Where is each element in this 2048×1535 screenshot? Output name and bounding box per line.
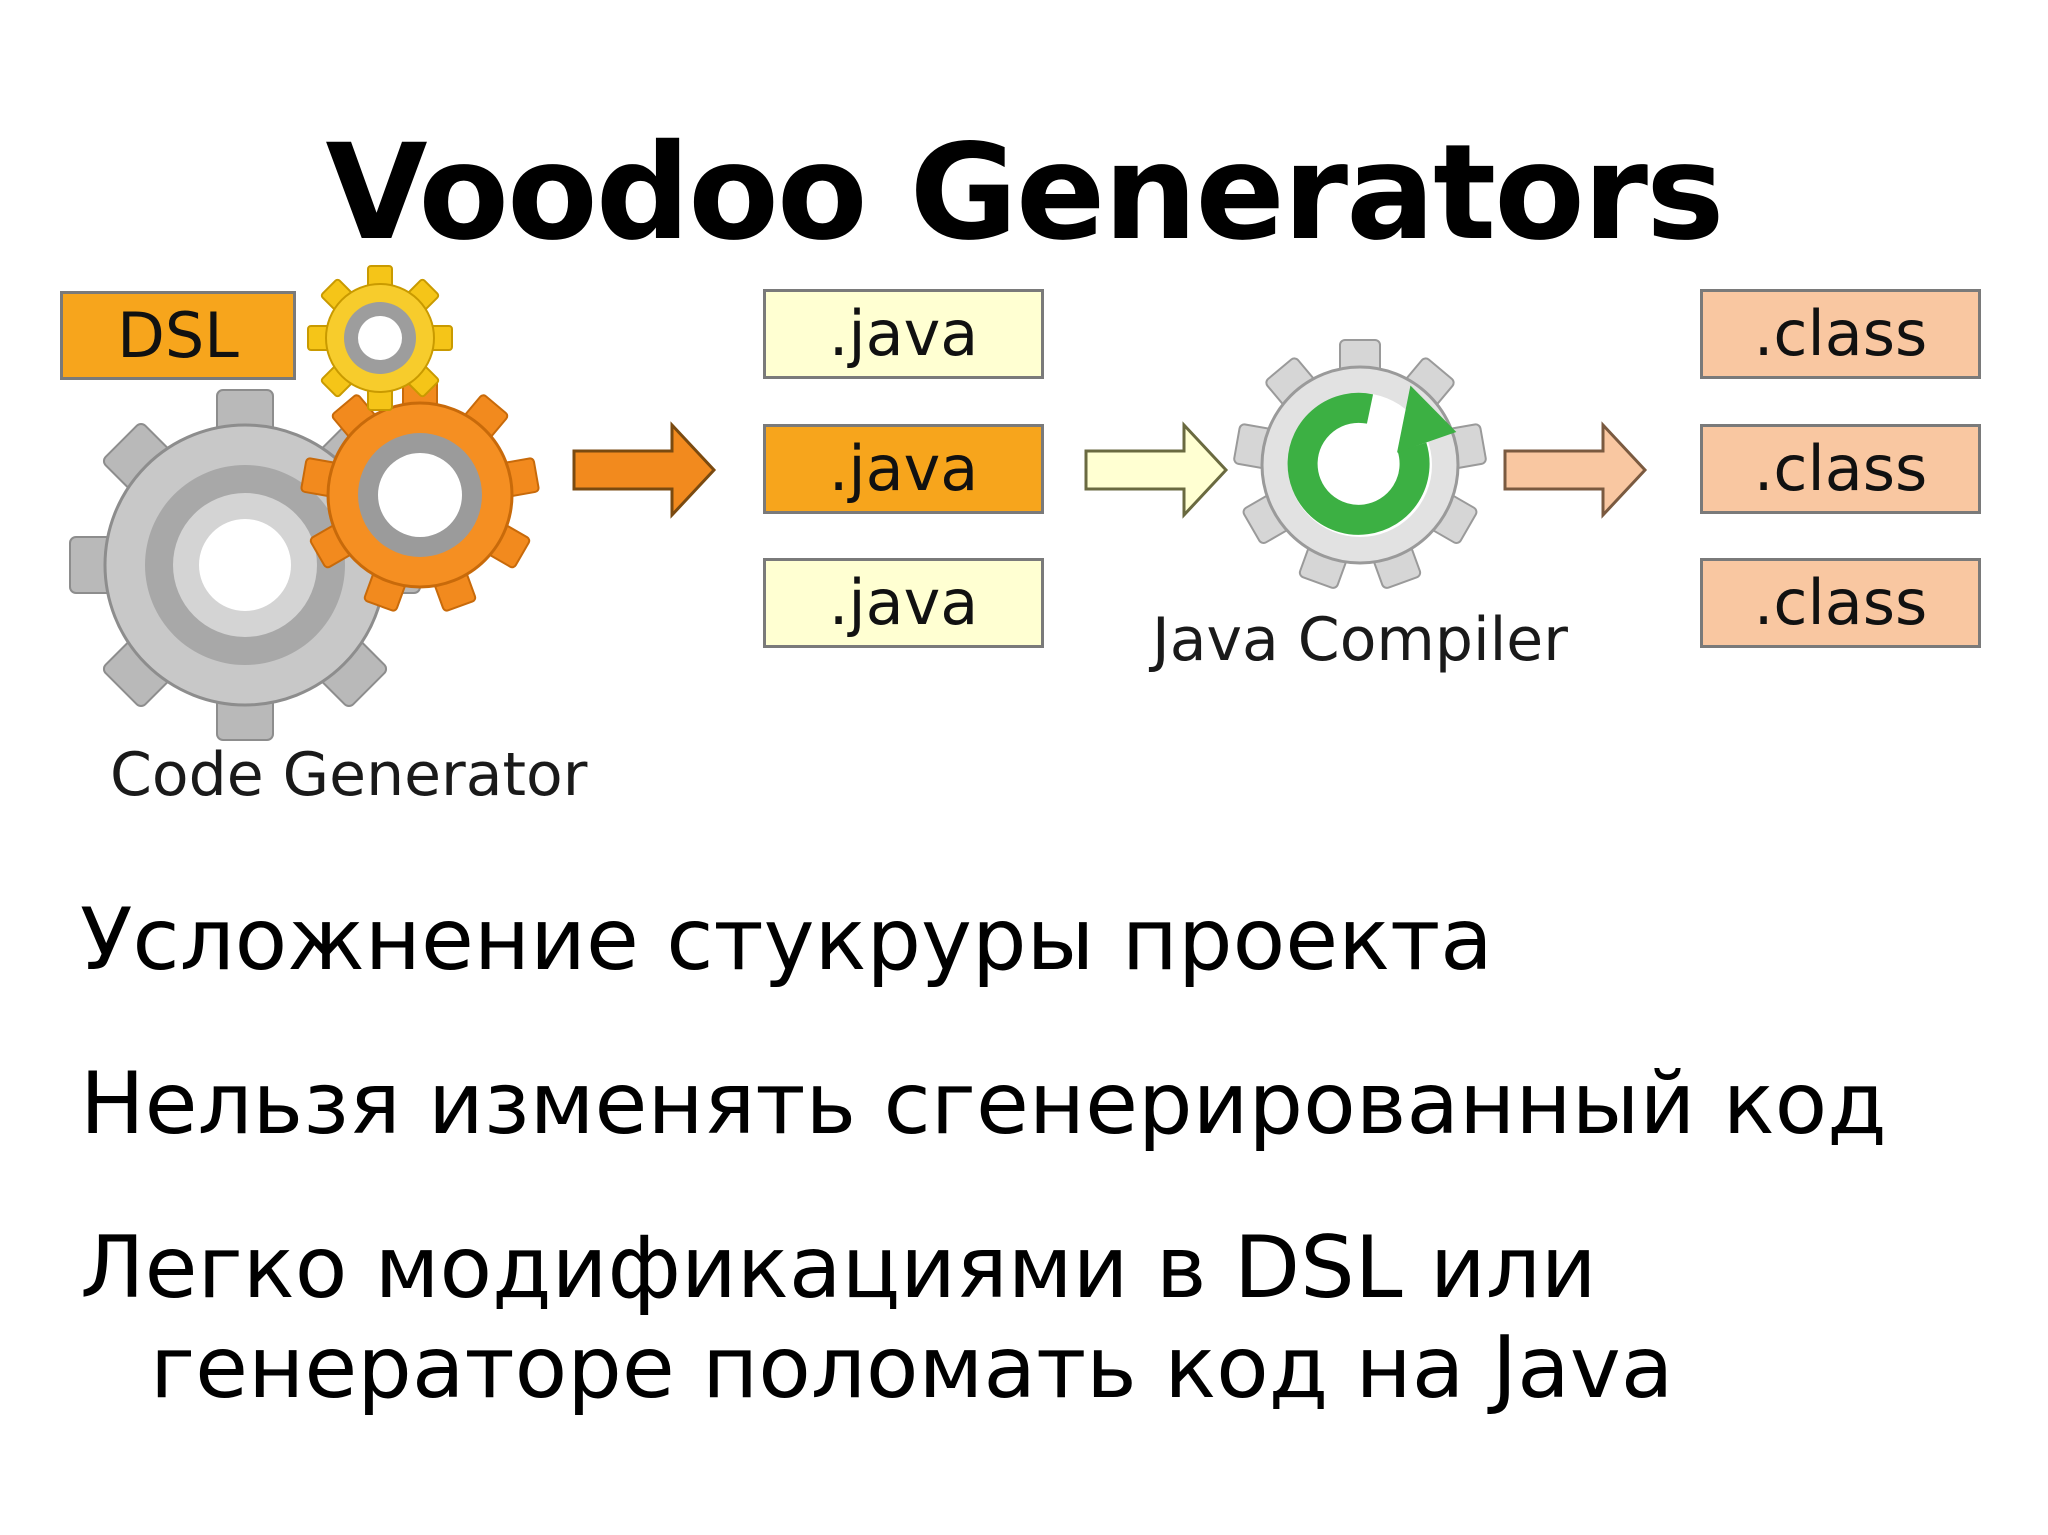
java-file-box: .java [763, 424, 1044, 514]
bullet-item-line: Легко модификациями в DSL или [80, 1218, 1597, 1318]
compiler-gear-icon [1233, 339, 1487, 589]
code-generator-caption: Code Generator [110, 740, 588, 810]
bullet-list: Усложнение стукруры проекта Нельзя измен… [80, 890, 2000, 1482]
class-file-box: .class [1700, 289, 1981, 379]
bullet-item: Усложнение стукруры проекта [80, 890, 1493, 990]
dsl-box: DSL [60, 291, 296, 380]
class-file-box: .class [1700, 424, 1981, 514]
bullet-item: Легко модификациями в DSL или генераторе… [80, 1218, 2000, 1418]
generation-diagram: DSL Code Generator .java .java .java [60, 265, 1981, 810]
java-file-box: .java [763, 289, 1044, 379]
bullet-item-line: генераторе поломать код на Java [150, 1318, 1674, 1418]
bullet-item: Нельзя изменять сгенерированный код [80, 1054, 1887, 1154]
arrow-right-icon [1084, 421, 1229, 519]
java-file-box: .java [763, 558, 1044, 648]
gears-icon [69, 265, 540, 741]
java-compiler-caption: Java Compiler [1152, 605, 1568, 675]
slide-title: Voodoo Generators [325, 116, 1724, 270]
arrow-right-icon [1503, 421, 1648, 519]
class-file-box: .class [1700, 558, 1981, 648]
arrow-right-icon [572, 421, 717, 519]
